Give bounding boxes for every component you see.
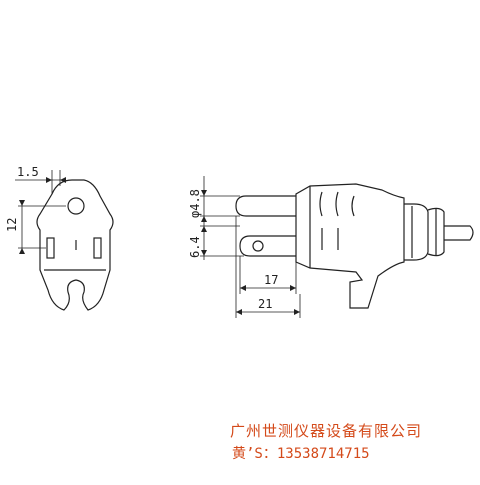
arrow-21-left <box>236 309 242 315</box>
arrow-4-8-bottom <box>201 216 207 222</box>
side-rib-2 <box>335 191 339 250</box>
watermark-contact: 黄’S：13538714715 <box>232 446 370 462</box>
side-rib-1 <box>319 191 323 250</box>
arrow-17-left <box>240 285 246 291</box>
label-dim-17: 17 <box>264 273 278 287</box>
arrow-4-8-top <box>201 190 207 196</box>
side-neck <box>404 203 429 261</box>
arrow-12-top <box>19 200 25 206</box>
front-blade-slot-left <box>46 237 55 259</box>
label-dim-6-4: 6.4 <box>188 236 202 258</box>
arrow-12-bottom <box>19 248 25 254</box>
arrow-21-right <box>294 309 300 315</box>
front-ground-hole <box>67 197 85 215</box>
front-view-outline <box>36 179 114 311</box>
arrow-1-5-left <box>46 177 52 183</box>
side-body-outline <box>295 183 405 309</box>
label-dim-21: 21 <box>258 297 272 311</box>
watermark-company-name: 广州世测仪器设备有限公司 <box>230 422 423 440</box>
side-view <box>200 176 474 318</box>
arrow-1-5-right <box>60 177 66 183</box>
side-cord <box>444 225 474 241</box>
label-dim-4-8: φ4.8 <box>188 189 202 218</box>
side-lower-pin <box>239 235 296 257</box>
side-upper-pin <box>235 195 296 217</box>
side-rib-3 <box>351 195 355 217</box>
label-dim-12: 12 <box>5 218 19 232</box>
side-lower-pin-hole <box>252 240 264 252</box>
front-view <box>15 170 114 311</box>
side-neck-strain-relief <box>427 207 445 257</box>
arrow-6-4-top <box>201 226 207 232</box>
front-blade-slot-right <box>93 237 102 259</box>
arrow-17-right <box>290 285 296 291</box>
arrow-6-4-bottom <box>201 250 207 256</box>
label-dim-1-5: 1.5 <box>17 165 39 179</box>
